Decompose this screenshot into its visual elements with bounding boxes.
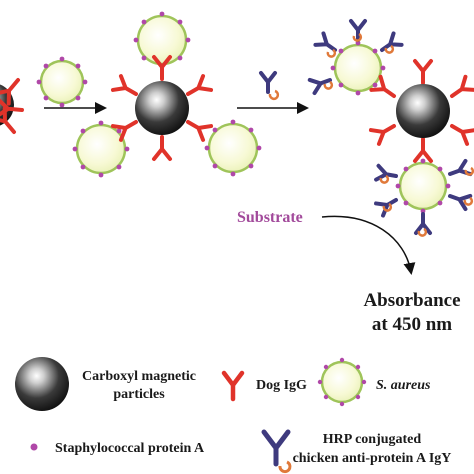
stage1-bead-complex [0, 78, 24, 134]
result-line-1: Absorbance [363, 290, 460, 311]
legend-magnetic-line-1: Carboxyl magnetic [82, 369, 196, 384]
legend-dog-igg: Dog IgG [256, 378, 307, 393]
s-aureus-legend-icon [317, 357, 367, 407]
magnetic-bead [135, 81, 189, 135]
hrp-igy-legend-icon [261, 429, 292, 474]
dog-igg-icon [413, 59, 433, 85]
dog-igg-icon [110, 74, 138, 96]
s-aureus-cell [36, 56, 88, 108]
legend-s-aureus: S. aureus [376, 378, 431, 393]
dog-igg-icon [110, 120, 138, 142]
result-line-2: at 450 nm [372, 314, 452, 335]
hrp-igy-icon [380, 31, 404, 52]
hrp-igy-icon [414, 212, 432, 235]
hrp-igy-icon [259, 71, 280, 101]
dog-igg-icon [368, 124, 396, 146]
curved-arrow [321, 215, 416, 275]
dog-igg-icon [413, 137, 433, 163]
s-aureus-cell [72, 120, 130, 178]
dog-igg-icon [369, 74, 396, 98]
hrp-igy-icon [307, 77, 332, 96]
legend-hrp-line-1: HRP conjugated [323, 432, 422, 447]
dog-igg-icon [186, 74, 214, 96]
dog-igg-icon [152, 135, 172, 161]
hrp-igy-icon [448, 193, 473, 212]
dog-igg-icon [450, 74, 474, 98]
legend-protein-a: Staphylococcal protein A [55, 441, 205, 456]
dog-igg-icon [186, 120, 214, 142]
hrp-igy-icon [374, 163, 398, 182]
legend-hrp-line-2: chicken anti-protein A IgY [293, 451, 452, 466]
magnetic-bead [396, 84, 450, 138]
dog-igg-icon [152, 55, 172, 81]
dog-igg-icon [0, 78, 20, 106]
stage2-bead-complex [72, 11, 262, 178]
s-aureus-cell [204, 119, 262, 177]
s-aureus-cell [395, 158, 451, 214]
stage3-bead-complex [307, 19, 474, 237]
dog-igg-icon [450, 124, 474, 146]
s-aureus-cell [330, 40, 386, 96]
legend-magnetic-line-2: particles [113, 387, 165, 402]
dog-igg-icon [0, 106, 16, 134]
substrate-label: Substrate [237, 209, 303, 226]
legend: Carboxyl magnetic particles Dog IgG S. a… [15, 357, 452, 474]
protein-a-legend-icon [30, 443, 38, 451]
hrp-igy-icon [374, 198, 398, 218]
hrp-igy-icon [349, 19, 367, 42]
dog-igg-legend-icon [221, 370, 245, 402]
s-aureus-cell [133, 11, 191, 69]
magnetic-bead-legend-icon [15, 357, 69, 411]
